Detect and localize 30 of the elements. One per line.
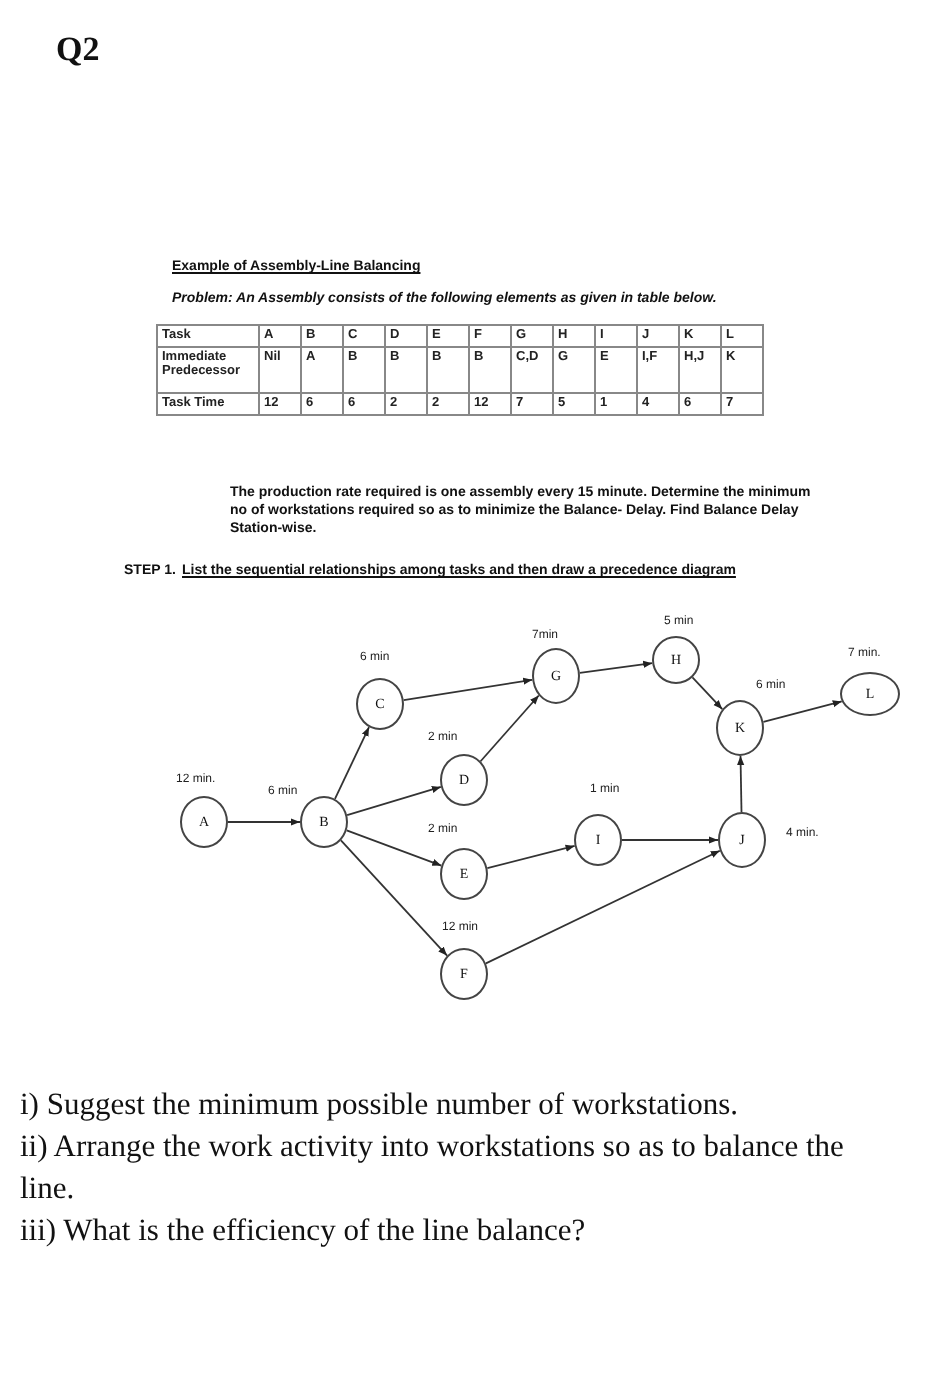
arrow [691,676,724,711]
question-text: ii) Arrange the work activity into workstations so as to balance the line. [20,1128,846,1210]
task-circle [356,678,404,730]
task-circle [440,948,488,1000]
arrow [578,660,654,674]
task-circle [718,812,766,868]
arrow [486,844,576,869]
task-circle [652,636,700,684]
arrow [479,694,540,763]
task-circle [716,700,764,756]
question-text: iii) What is the efficiency of the line balance? [20,1212,586,1252]
task-circle [574,814,622,866]
task-circle [440,754,488,806]
question-number: Q2 [56,28,100,72]
arrow [345,829,443,867]
task-circle [440,848,488,900]
arrow [334,726,370,800]
arrow [621,836,719,844]
task-circle [532,648,580,704]
arrow [402,677,534,702]
task-circle [300,796,348,848]
task-circle [180,796,228,848]
arrow [762,700,843,723]
question-text: i) Suggest the minimum possible number of workstations. [20,1086,739,1126]
arrow [227,818,301,826]
arrow [485,849,721,965]
task-circle [840,672,900,716]
arrow [737,755,745,813]
arrow [340,839,448,957]
arrow [346,786,442,816]
